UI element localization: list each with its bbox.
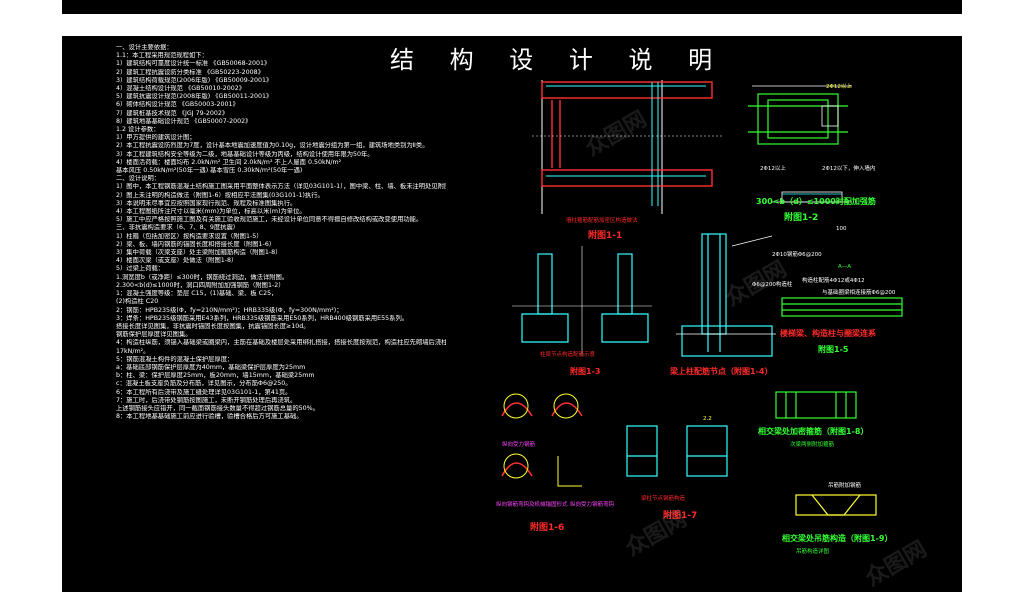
note-line: 2.300<b(d)≤1000时，洞口四周附加加强钢筋（附图1-2）	[116, 281, 285, 289]
note-line: 5）施工中应严格按照施工图及有关施工验收规范施工，未经设计单位同意不得擅自修改结…	[116, 216, 423, 224]
figure-1-2-label-rebar: 2Φ10钢筋Φ6@200	[772, 252, 822, 258]
figure-1-6-label-b: 纵向钢筋弯钩及机械锚固形式	[496, 502, 568, 508]
figure-1-3-caption: 附图1-3	[570, 367, 601, 376]
note-line: 5：钢筋混凝土构件的混凝土保护层厚度：	[116, 355, 234, 363]
note-line: 7）建筑桩基技术规范 《JGJ 79-2002》	[116, 109, 229, 117]
note-line: 三、非抗震构造要求（6、7、8、9度抗震）	[116, 224, 240, 232]
figure-1-9-drawing	[795, 494, 877, 516]
note-line: 6）砌体结构设计规范 《GB50003-2001》	[116, 101, 239, 109]
figure-1-5-label-c: Φ6@200构造柱	[752, 282, 793, 288]
figure-1-7: 2.2 梁柱节点钢筋构造 附图1-7	[617, 416, 747, 521]
top-black-bar	[62, 0, 962, 14]
figure-1-2-label-right: 2Φ12以下，伸入墙内	[822, 166, 876, 172]
note-line: 1）柱箍（包括加密区）按构造要求设置（附图1-5）	[116, 232, 263, 240]
figure-1-8: 相交梁处加密箍筋（附图1-8） 次梁两侧附加箍筋	[758, 386, 872, 448]
figure-1-4-drawing	[676, 233, 776, 357]
note-line: (2)构造柱 C20	[116, 298, 159, 306]
note-line: 3）建筑结构荷载规范(2006年版) 《GB50009-2001》	[116, 76, 273, 84]
figure-1-3-subtitle: 柱梁节点构造配筋示意	[540, 352, 596, 358]
figure-1-6-caption: 附图1-6	[530, 523, 565, 533]
figure-1-2-label-top: 2Φ12以上	[826, 84, 852, 90]
figure-1-7-subtitle: 梁柱节点钢筋构造	[641, 496, 686, 502]
figure-1-3-drawing	[512, 246, 652, 356]
note-line: 钢筋保护层厚度详见图集。	[116, 331, 192, 339]
figure-1-2-caption: 附图1-2	[784, 213, 819, 223]
note-line: 2）建筑工程抗震设防分类标准 《GB50223-2008》	[116, 68, 264, 76]
note-line: 8：本工程地基基础施工前应进行验槽，验槽合格后方可施工基础。	[116, 413, 303, 421]
note-line: 1）建筑结构可靠度设计统一标准 《GB50068-2001》	[116, 60, 271, 68]
figure-1-5-drawing	[781, 297, 903, 317]
note-line: 1）甲方提供的建筑设计图；	[116, 134, 196, 142]
figure-1-8-drawing	[775, 391, 857, 419]
note-line: 5）建筑抗震设计规范(2008年版) 《GB50011-2001》	[116, 93, 273, 101]
note-line: c：混凝土板支座负筋及分布筋，详见图示，分布筋Φ6@250。	[116, 380, 292, 388]
note-line: 2）梁、板、墙内钢筋的锚固长度和搭接长度（附图1-6）	[116, 240, 276, 248]
note-line: 基本风压 0.50kN/m²(50年一遇) 基本雪压 0.30kN/m²(50年…	[116, 167, 303, 175]
note-line: 2）本工程抗震设防烈度为7度，设计基本地震加速度值为0.10g，设计地震分组为第…	[116, 142, 429, 150]
note-line: 4：构造柱纵筋，须锚入基础梁或圈梁内，主筋在基础及楼层处采用绑扎搭接，搭接长度按…	[116, 339, 446, 347]
figure-1-6-label-c: 纵向受力钢筋弯钩	[570, 502, 615, 508]
note-line: 1.2 设计参数：	[116, 126, 160, 134]
figure-1-9-subtitle: 吊筋构造详图	[796, 549, 830, 555]
figure-1-1: 墙柱箍筋配筋加密区构造做法 附图1-1	[532, 76, 732, 241]
figure-1-4: 梁上柱配筋节点（附图1-4）	[670, 226, 782, 376]
note-line: 3：焊条：HPB235级钢筋采用E43系列，HRB335级钢筋采用E50系列，H…	[116, 314, 409, 322]
note-line: 7：施工时，后浇带处钢筋按图施工，未断开钢筋处理后再浇筑。	[116, 396, 297, 404]
note-line: 6：本工程所有后浇带及施工缝处理详见03G101-1，第41页。	[116, 388, 292, 396]
note-line: 3）集中荷载（次梁支座）处主梁附加箍筋构造（附图1-8）	[116, 249, 282, 257]
figure-1-6: 纵向受力钢筋 纵向钢筋弯钩及机械锚固形式 纵向受力钢筋弯钩 附图1-6	[482, 376, 632, 533]
figure-1-2: 2Φ12以上 2Φ12以上 2Φ12以下，伸入墙内 300<b（d）≤1000时…	[712, 76, 876, 270]
note-line: 搭接长度详见图集，非抗震时锚固长度按图集，抗震锚固长度≥10d。	[116, 322, 310, 330]
watermark-3: 众图网	[621, 506, 692, 562]
figure-1-2-drawing	[748, 85, 852, 203]
figure-1-3: 柱梁节点构造配筋示意 附图1-3	[512, 246, 652, 376]
note-line: 4）楼面活荷载：楼面均布 2.0kN/m² 卫生间 2.0kN/m² 不上人屋面…	[116, 158, 342, 166]
note-line: 8）建筑地基基础设计规范 《GB50007-2002》	[116, 117, 252, 125]
figure-1-9-caption: 相交梁处吊筋构造（附图1-9）	[782, 534, 893, 543]
figure-1-4-caption: 梁上柱配筋节点（附图1-4）	[670, 367, 773, 376]
figure-1-6-label-a: 纵向受力钢筋	[502, 442, 536, 448]
figure-1-1-caption: 附图1-1	[588, 231, 623, 241]
note-line: 1）图中，本工程钢筋混凝土结构施工图采用平面整体表示方法（详见03G101-1）…	[116, 183, 446, 191]
figure-1-1-subtitle: 墙柱箍筋配筋加密区构造做法	[566, 218, 638, 224]
design-notes: 一、设计主要依据：1.1：本工程采用规范规程如下：1）建筑结构可靠度设计统一标准…	[116, 44, 446, 421]
figure-1-5-label-b: 与基础圈梁相连接筋Φ6@200	[822, 290, 896, 296]
note-line: 5）过梁上荷载：	[116, 265, 165, 273]
note-line: 3）本说明未尽事宜应按照国家现行规范、规程及标准图集执行。	[116, 199, 297, 207]
note-line: 4）混凝土结构设计规范 《GB50010-2002》	[116, 85, 246, 93]
figure-1-2-dim: 100	[836, 226, 847, 232]
note-line: a：基础底部钢筋保护层厚度为40mm，基础梁保护层厚度为25mm	[116, 363, 306, 371]
note-line: 1：混凝土强度等级：垫层 C15，(1)基础、梁、板 C25，	[116, 290, 278, 298]
figure-1-2-label-left: 2Φ12以上	[760, 166, 786, 172]
note-line: 一、设计主要依据：	[116, 44, 173, 51]
note-line: b：柱、梁：保护层厚度25mm，板20mm，墙15mm，基础梁25mm	[116, 372, 315, 380]
figure-1-9-label-top: 吊筋附加钢筋	[828, 483, 862, 489]
note-line: 4）本工程图纸所注尺寸以毫米(mm)为单位，标高以米(m)为单位。	[116, 208, 306, 216]
figure-1-6-drawing	[501, 393, 583, 487]
note-line: 3）本工程建筑结构安全等级为二级，地基基础设计等级为丙级，结构设计使用年限为50…	[116, 150, 374, 158]
note-line: 2）图上未注明的构造做法（附图1-6）按相应平法图集(03G101-1)执行。	[116, 191, 324, 199]
figure-1-7-caption: 附图1-7	[663, 511, 698, 521]
note-line: 2：钢筋：HPB235级(Φ，fy=210N/mm²)；HRB335级(Φ，fy…	[116, 306, 343, 314]
note-line: 二、设计说明：	[116, 175, 161, 183]
figure-1-7-dim: 2.2	[703, 416, 712, 422]
page-title: 结 构 设 计 说 明	[390, 46, 727, 74]
figure-1-2-subtitle: 300<b（d）≤1000时配加强筋	[756, 197, 876, 206]
note-line: 上述钢筋接头应错开，同一截面钢筋接头数量不得超过钢筋总量的50%。	[116, 404, 319, 412]
note-line: 17kN/m²。	[116, 347, 150, 355]
figure-1-1-drawing	[532, 80, 722, 214]
figure-1-7-drawing	[626, 425, 728, 477]
figure-1-5-label-a: 构造柱配筋4Φ12或4Φ12	[802, 278, 865, 284]
figure-1-2-section: A—A	[838, 264, 852, 270]
figure-1-8-subtitle: 次梁两侧附加箍筋	[790, 442, 835, 448]
figure-1-5-subtitle: 楼梯梁、构造柱与圈梁连系	[780, 329, 876, 338]
note-line: 1.1：本工程采用规范规程如下：	[116, 52, 208, 60]
figure-1-5-caption: 附图1-5	[818, 345, 849, 354]
note-line: 4）楼面次梁（或支座）处做法（附图1-8）	[116, 257, 238, 265]
figure-1-8-caption: 相交梁处加密箍筋（附图1-8）	[758, 427, 869, 436]
cad-drawing-sheet: 结 构 设 计 说 明 一、设计主要依据：1.1：本工程采用规范规程如下：1）建…	[62, 36, 962, 592]
note-line: 1.洞宽度b（或净距）≤300时，钢筋绕过洞边，做法详附图。	[116, 273, 289, 281]
